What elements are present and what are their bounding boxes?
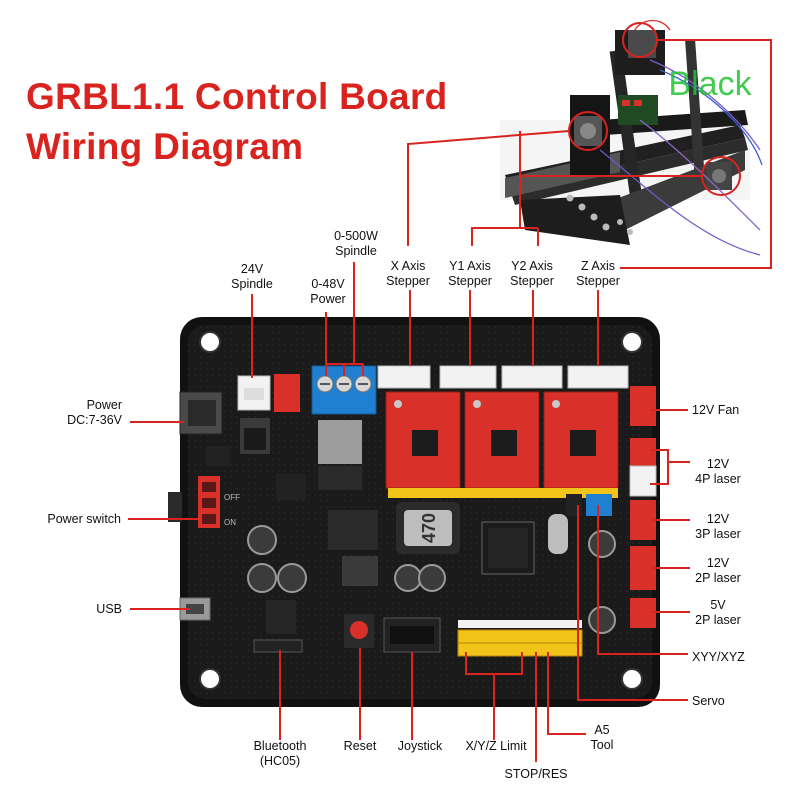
switch-off-mark: OFF: [224, 493, 240, 502]
stepper-driver-y1: [464, 391, 540, 489]
watermark-text: Black: [668, 65, 752, 103]
label-usb: USB: [96, 602, 122, 616]
label-servo: Servo: [692, 694, 725, 708]
label-xyz-limit: X/Y/Z Limit: [465, 739, 527, 753]
label-reset: Reset: [343, 739, 377, 753]
label-xyy-xyz: XYY/XYZ: [692, 650, 745, 664]
label-power-switch: Power switch: [47, 512, 121, 526]
label-bluetooth-hc05: Bluetooth(HC05): [253, 739, 307, 768]
label-stop-res: STOP/RES: [504, 767, 568, 781]
label-joystick: Joystick: [397, 739, 443, 753]
stepper-driver-y2: [543, 391, 619, 489]
switch-on-mark: ON: [224, 518, 236, 527]
machine-leader-lines: [407, 39, 772, 269]
diagram-title-line-2: Wiring Diagram: [26, 126, 304, 167]
cnc-machine-image: [500, 19, 763, 256]
board-leader-lines: [128, 262, 690, 762]
control-board: OFF ON: [168, 317, 660, 707]
inductor-marking: 470: [419, 513, 439, 543]
label-12v-fan: 12V Fan: [692, 403, 740, 417]
diagram-title-line-1: GRBL1.1 Control Board: [26, 76, 448, 117]
stepper-driver-x: [385, 391, 461, 489]
